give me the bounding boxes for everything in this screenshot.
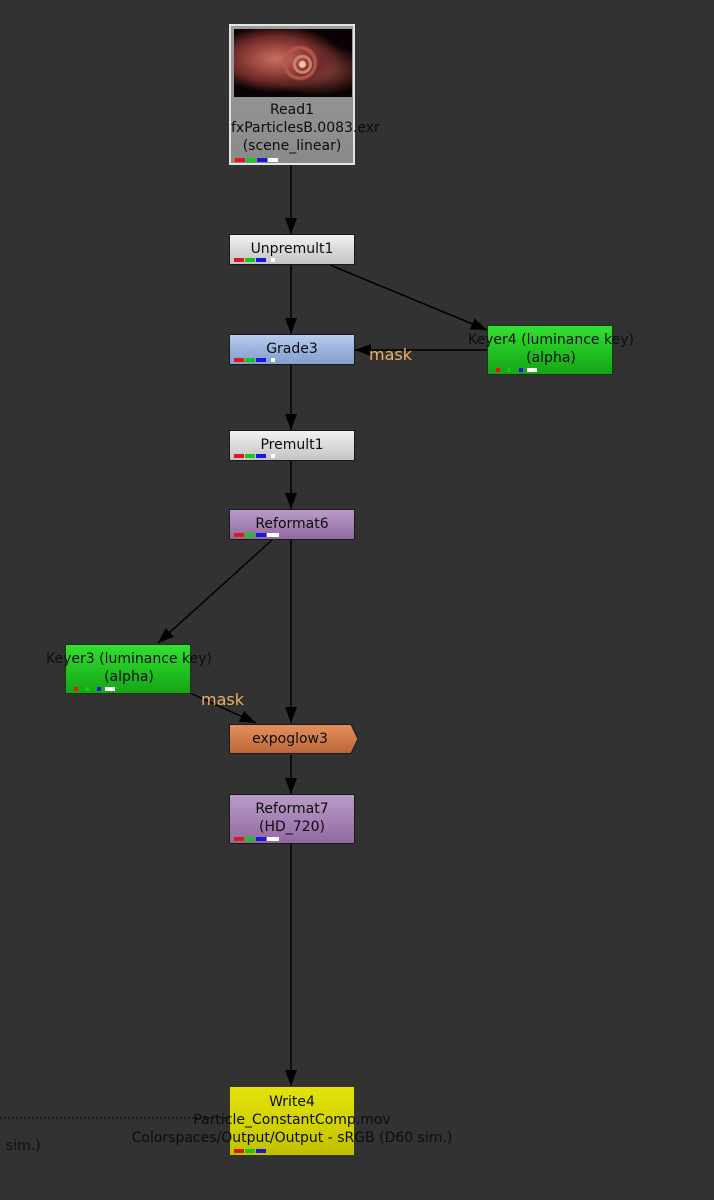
read1-colorspace: (scene_linear) xyxy=(242,138,342,154)
channel-green xyxy=(245,454,255,458)
channel-alpha xyxy=(271,454,275,458)
write4-name: Write4 xyxy=(269,1094,315,1110)
channel-red xyxy=(234,1149,244,1153)
channel-blue xyxy=(256,258,266,262)
read1-file: fxParticlesB.0083.exr xyxy=(231,120,380,136)
node-write4[interactable]: Write4 Particle_ConstantComp.mov Colorsp… xyxy=(132,1086,452,1156)
channel-blue xyxy=(256,454,266,458)
channel-green xyxy=(85,687,89,691)
keyer4-name: Keyer4 (luminance key) xyxy=(468,332,634,348)
offscreen-node-label-fragment: sim.) xyxy=(6,1138,41,1154)
node-grade3[interactable]: Grade3 xyxy=(229,334,355,365)
node-read1[interactable]: Read1 fxParticlesB.0083.exr (scene_linea… xyxy=(229,24,380,165)
channel-alpha xyxy=(267,837,279,841)
channel-red xyxy=(496,368,500,372)
channel-blue xyxy=(97,687,101,691)
channel-alpha xyxy=(267,533,279,537)
reformat6-name: Reformat6 xyxy=(255,516,329,532)
node-keyer3[interactable]: Keyer3 (luminance key) (alpha) xyxy=(46,644,212,694)
node-expoglow3[interactable]: expoglow3 xyxy=(229,724,359,754)
channel-red xyxy=(234,837,244,841)
mask-label-expoglow3: mask xyxy=(201,690,244,709)
channel-red xyxy=(74,687,78,691)
mask-label-grade3: mask xyxy=(369,345,412,364)
channel-green xyxy=(245,258,255,262)
channel-red xyxy=(235,158,245,162)
read1-thumbnail xyxy=(234,29,352,97)
channel-red xyxy=(234,454,244,458)
channel-blue xyxy=(257,158,267,162)
channel-alpha xyxy=(105,687,115,691)
keyer3-channel: (alpha) xyxy=(104,669,154,685)
channel-green xyxy=(245,837,255,841)
edge-reformat6-keyer3[interactable] xyxy=(157,539,273,644)
edge-unpremult1-keyer4[interactable] xyxy=(329,264,488,331)
node-reformat7[interactable]: Reformat7 (HD_720) xyxy=(229,794,355,844)
grade3-name: Grade3 xyxy=(266,341,318,357)
channel-green xyxy=(245,533,255,537)
channel-green xyxy=(245,358,255,362)
write4-colorspace: Colorspaces/Output/Output - sRGB (D60 si… xyxy=(131,1130,453,1146)
channel-blue xyxy=(256,837,266,841)
channel-alpha xyxy=(271,258,275,262)
channel-green xyxy=(507,368,511,372)
reformat7-name: Reformat7 xyxy=(255,801,329,817)
channel-alpha xyxy=(527,368,537,372)
expoglow3-shape xyxy=(229,724,359,754)
channel-alpha xyxy=(268,158,278,162)
channel-green xyxy=(245,1149,255,1153)
keyer4-channel: (alpha) xyxy=(526,350,576,366)
node-reformat6[interactable]: Reformat6 xyxy=(229,509,355,540)
node-keyer4[interactable]: Keyer4 (luminance key) (alpha) xyxy=(468,325,634,375)
channel-blue xyxy=(256,533,266,537)
channel-blue xyxy=(256,1149,266,1153)
channel-blue xyxy=(519,368,523,372)
keyer3-name: Keyer3 (luminance key) xyxy=(46,651,212,667)
reformat7-format: (HD_720) xyxy=(259,819,325,835)
read1-name: Read1 xyxy=(269,102,315,118)
write4-file: Particle_ConstantComp.mov xyxy=(193,1112,391,1128)
channel-alpha xyxy=(271,358,275,362)
channel-red xyxy=(234,533,244,537)
channel-green xyxy=(246,158,256,162)
expoglow3-name: expoglow3 xyxy=(252,731,328,747)
channel-red xyxy=(234,358,244,362)
node-premult1[interactable]: Premult1 xyxy=(229,430,355,461)
edge-keyer3-expoglow3-mask[interactable] xyxy=(189,692,257,724)
premult1-name: Premult1 xyxy=(260,437,324,453)
unpremult1-name: Unpremult1 xyxy=(250,241,334,257)
channel-blue xyxy=(256,358,266,362)
node-unpremult1[interactable]: Unpremult1 xyxy=(229,234,355,265)
channel-red xyxy=(234,258,244,262)
